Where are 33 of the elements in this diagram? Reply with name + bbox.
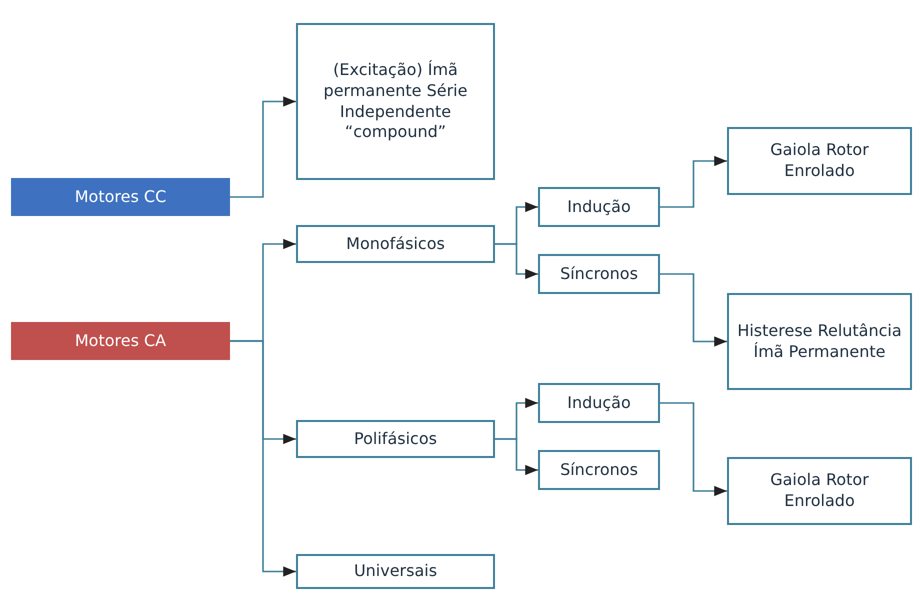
node-label: Polifásicos (353, 428, 438, 450)
category-bar (11, 322, 230, 360)
node-label: Histerese Relutância Ímã Permanente (736, 320, 903, 362)
connector-arrow (495, 438, 538, 476)
node-label: (Excitação) Ímã permanente Série Independente “compound” (322, 60, 468, 144)
category-box (296, 420, 495, 458)
node-label: Gaiola Rotor Enrolado (769, 140, 870, 182)
node-label: Gaiola Rotor Enrolado (769, 470, 870, 512)
node-label: Motores CC (74, 186, 168, 208)
node-label: Universais (352, 561, 438, 582)
category-box (296, 554, 495, 589)
connector-arrow (660, 156, 727, 208)
category-box (727, 457, 912, 525)
category-box (538, 383, 660, 423)
node-label: Motores CA (74, 330, 168, 352)
category-box (727, 293, 912, 390)
node-label: Monofásicos (345, 234, 446, 254)
connector-arrow (660, 273, 727, 347)
connector-arrow (495, 243, 538, 280)
category-box (296, 23, 495, 180)
node-label: Síncronos (559, 264, 639, 284)
category-box (296, 225, 495, 263)
connector-arrow (230, 96, 296, 198)
node-label: Síncronos (559, 460, 639, 480)
node-label: Indução (566, 196, 632, 218)
category-bar (11, 178, 230, 216)
category-box (538, 254, 660, 294)
category-box (538, 450, 660, 490)
connector-arrow (660, 402, 727, 496)
node-label: Indução (566, 392, 632, 414)
category-box (538, 187, 660, 227)
category-box (727, 127, 912, 195)
connector-arrow (230, 340, 296, 577)
